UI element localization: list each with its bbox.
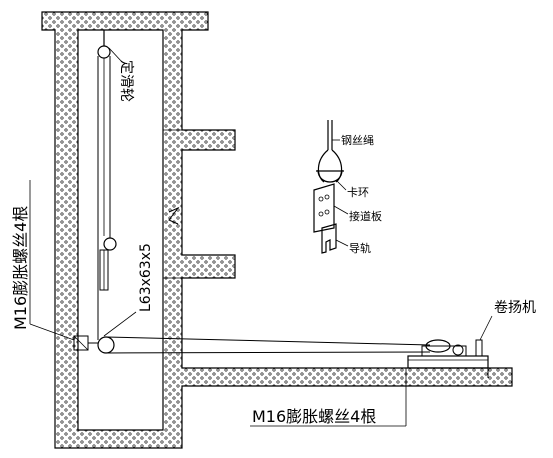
rope-bottom (105, 351, 431, 354)
label-steel-angle: L63x63x5 (138, 243, 154, 312)
shaft-walls (41, 11, 513, 449)
clamp-ring-icon (317, 169, 343, 183)
fixed-pulley-icon (97, 45, 111, 59)
leader-clamp (335, 179, 347, 191)
winch-frame (421, 345, 467, 357)
winch-wheel-icon (452, 344, 464, 356)
leader-plate (333, 205, 349, 215)
guide-rail-icon (321, 223, 337, 254)
detail-view (313, 120, 344, 254)
wall-break-mark (168, 206, 180, 225)
labels: 定滑轮 L63x63x5 M16膨胀螺丝4根 M16膨胀螺丝4根 卷扬机 钢丝绳… (11, 60, 536, 426)
leader-bolts-left (29, 323, 75, 341)
plate-hole (318, 196, 324, 202)
leader-pulley (108, 47, 123, 63)
anchor-bracket-diag (73, 335, 89, 351)
shaft-concrete (41, 11, 513, 449)
plate-hole (324, 194, 330, 200)
winch (407, 339, 489, 378)
winch-base (407, 355, 489, 369)
rope-loop-icon (317, 149, 343, 183)
label-winch: 卷扬机 (494, 300, 536, 316)
plate-hole (324, 209, 330, 215)
label-fixed-pulley: 定滑轮 (118, 60, 135, 102)
label-anchor-bolts-left: M16膨胀螺丝4根 (11, 206, 30, 330)
leader-lines (29, 47, 493, 427)
leader-winch (479, 315, 493, 341)
label-guide-rail: 导轨 (349, 241, 371, 255)
winch-rope (105, 336, 431, 354)
winch-post (475, 339, 483, 357)
leader-rail (335, 239, 349, 247)
leader-angle (103, 311, 137, 337)
plate-hole (318, 211, 324, 217)
pulley-rope-assembly (73, 30, 117, 354)
label-connector-plate: 接道板 (349, 209, 382, 223)
label-anchor-bolts-bottom: M16膨胀螺丝4根 (252, 407, 376, 426)
rope-top (105, 336, 431, 346)
label-clamp-ring: 卡环 (347, 186, 369, 199)
lower-pulley-icon (103, 237, 117, 251)
connector-plate-icon (313, 183, 335, 233)
bottom-pulley-icon (97, 336, 115, 354)
label-steel-rope: 钢丝绳 (341, 133, 374, 147)
